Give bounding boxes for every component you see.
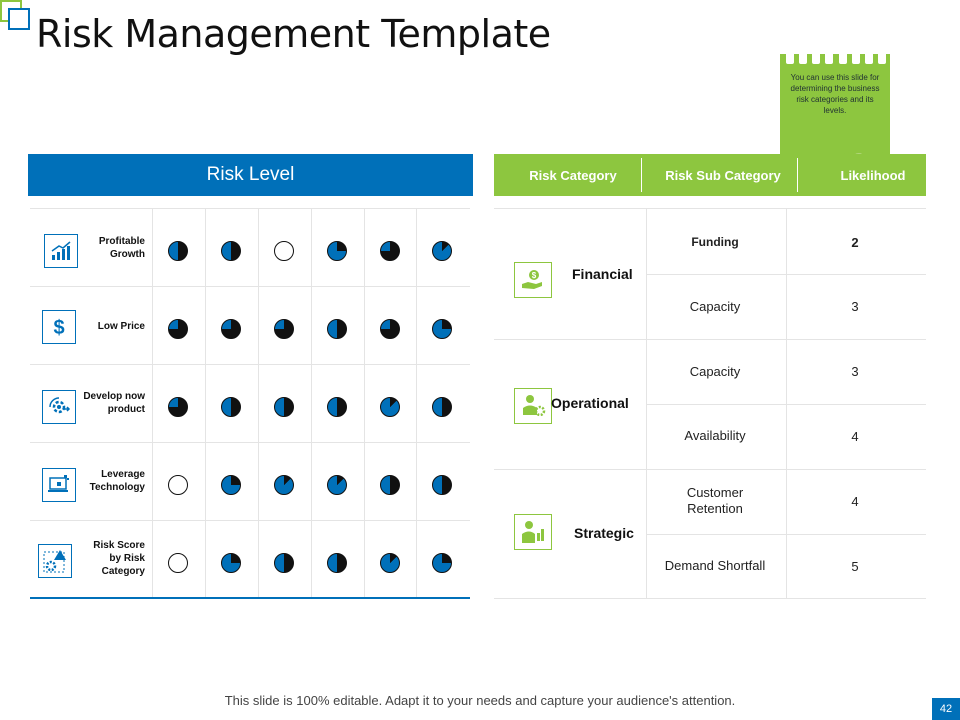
page-title: Risk Management Template: [36, 12, 551, 56]
category-operational: Operational: [551, 395, 629, 411]
harvey-ball: [432, 397, 452, 417]
harvey-ball: [221, 397, 241, 417]
laptop-icon: [42, 468, 76, 502]
money-hand-icon: $: [514, 262, 552, 298]
harvey-ball: [327, 475, 347, 495]
note-binding: [786, 50, 886, 64]
likelihood-availability: 4: [851, 429, 859, 444]
row-label-develop-product: Develop now product: [83, 391, 145, 415]
harvey-ball: [274, 241, 294, 261]
harvey-ball: [327, 397, 347, 417]
row-label-leverage-technology: Leverage Technology: [89, 469, 145, 493]
likelihood-funding: 2: [851, 235, 859, 250]
harvey-ball: [221, 319, 241, 339]
category-financial: Financial: [572, 266, 633, 282]
sub-funding: Funding: [691, 235, 739, 249]
header-risk-category: Risk Category: [529, 167, 617, 183]
harvey-ball: [327, 241, 347, 261]
risk-level-grid: $ Profitable Growth Low Price Develop no…: [30, 208, 470, 599]
row-label-profitable-growth: Profitable Growth: [98, 236, 145, 260]
harvey-ball: [380, 397, 400, 417]
risk-table: $ Financial Operational Strategic Fundin…: [494, 208, 926, 600]
harvey-ball: [168, 397, 188, 417]
harvey-ball: [168, 475, 188, 495]
harvey-ball: [221, 475, 241, 495]
harvey-ball: [168, 319, 188, 339]
category-strategic: Strategic: [574, 525, 634, 541]
svg-text:$: $: [532, 271, 537, 280]
harvey-ball: [274, 319, 294, 339]
harvey-ball: [327, 319, 347, 339]
harvey-ball: [221, 241, 241, 261]
sticky-note-text: You can use this slide for determining t…: [790, 73, 880, 115]
harvey-ball: [380, 241, 400, 261]
harvey-ball: [168, 241, 188, 261]
likelihood-customer-retention: 4: [851, 494, 859, 509]
harvey-ball: [432, 319, 452, 339]
corner-logo-square-blue: [8, 8, 30, 30]
likelihood-capacity-financial: 3: [851, 299, 859, 314]
harvey-ball: [168, 553, 188, 573]
sub-customer-retention: Customer Retention: [686, 485, 744, 516]
svg-text:$: $: [53, 317, 64, 339]
person-chart-icon: [514, 514, 552, 550]
harvey-ball: [432, 475, 452, 495]
harvey-ball: [380, 475, 400, 495]
harvey-ball: [274, 553, 294, 573]
likelihood-capacity-operational: 3: [851, 364, 859, 379]
risk-level-header: Risk Level: [28, 154, 473, 196]
row-label-risk-score: Risk Score by Risk Category: [93, 540, 145, 577]
worker-gear-icon: [514, 388, 552, 424]
sub-demand-shortfall: Demand Shortfall: [664, 558, 766, 573]
harvey-ball: [274, 397, 294, 417]
row-label-low-price: Low Price: [97, 321, 145, 332]
harvey-ball: [327, 553, 347, 573]
grid-bottom-border: [30, 597, 470, 599]
sub-capacity-financial: Capacity: [689, 299, 741, 314]
dollar-icon: $: [42, 310, 76, 344]
harvey-ball: [380, 319, 400, 339]
likelihood-demand-shortfall: 5: [851, 559, 859, 574]
harvey-ball: [380, 553, 400, 573]
gear-arrows-icon: [42, 390, 76, 424]
header-risk-sub-category: Risk Sub Category: [665, 167, 781, 183]
page-number: 42: [932, 698, 960, 720]
footer-text: This slide is 100% editable. Adapt it to…: [224, 693, 736, 708]
risk-table-header: Risk Category Risk Sub Category Likeliho…: [494, 154, 926, 196]
header-likelihood: Likelihood: [840, 167, 906, 183]
harvey-ball: [274, 475, 294, 495]
sub-availability: Availability: [684, 428, 746, 443]
sticky-note: You can use this slide for determining t…: [780, 50, 890, 168]
harvey-ball: [221, 553, 241, 573]
sub-capacity-operational: Capacity: [689, 364, 741, 379]
harvey-ball: [432, 241, 452, 261]
growth-chart-icon: [44, 234, 78, 268]
warning-gear-icon: [38, 544, 72, 578]
harvey-ball: [432, 553, 452, 573]
